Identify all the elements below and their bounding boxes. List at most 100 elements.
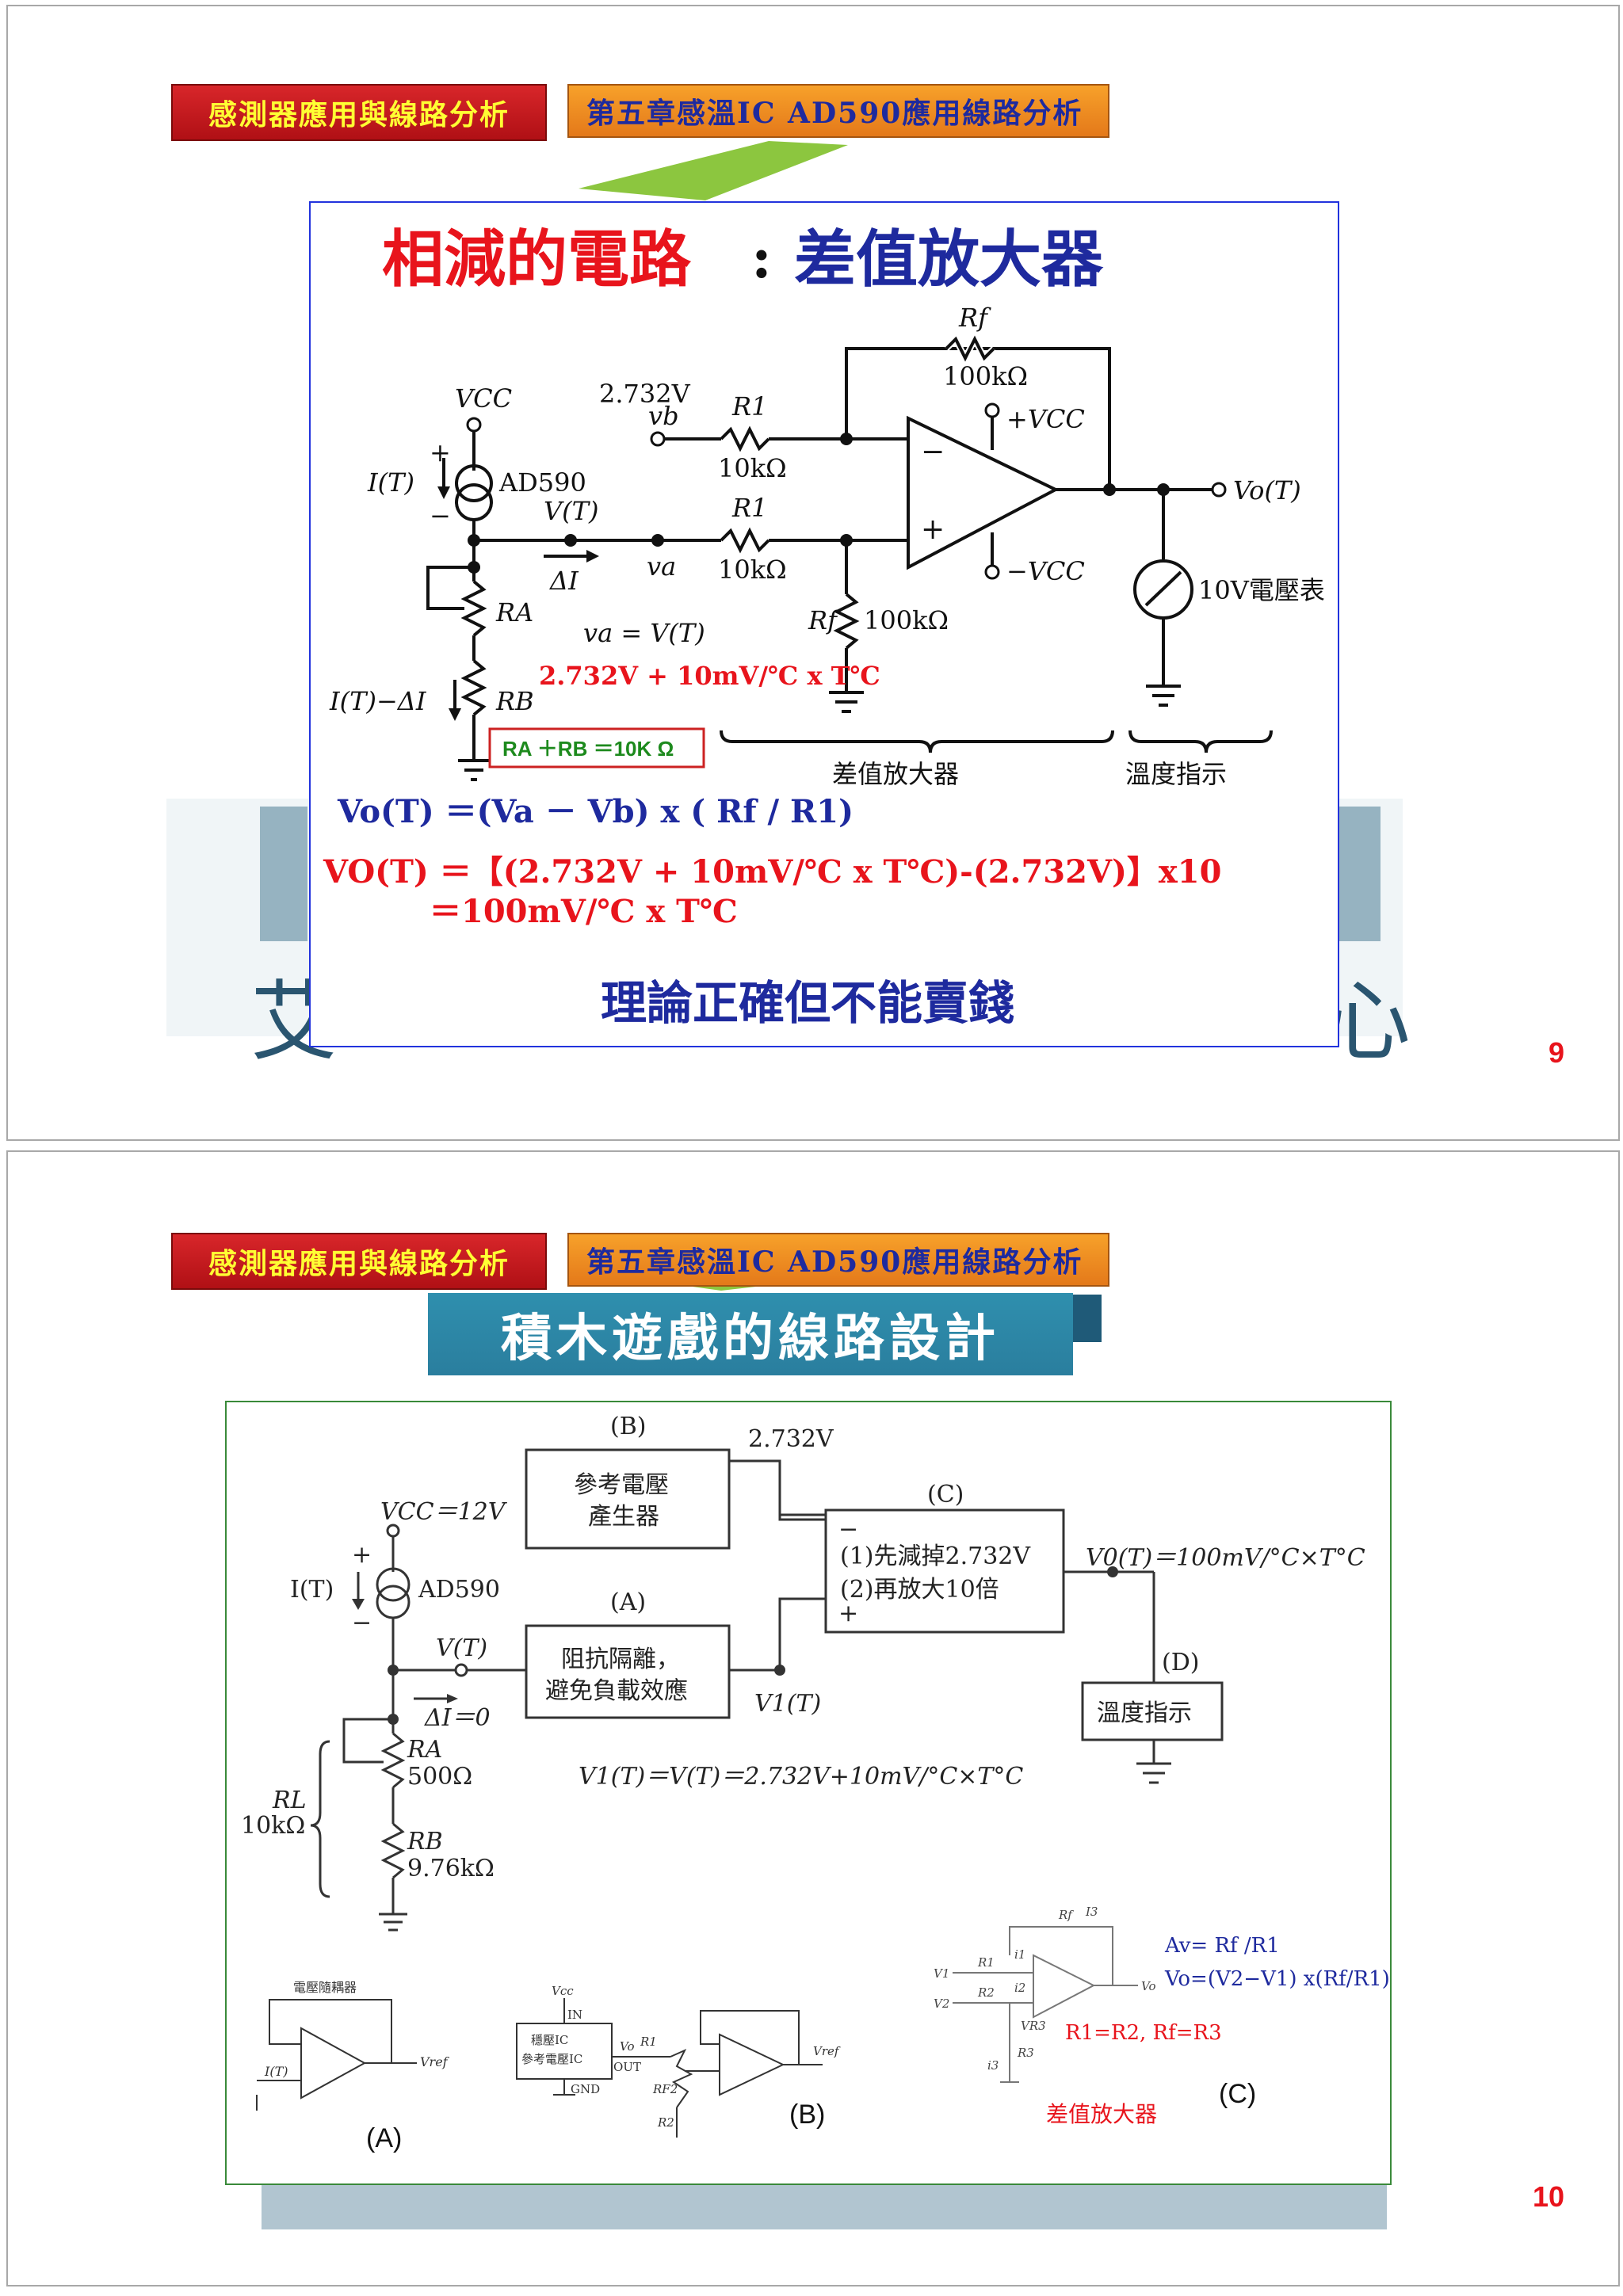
r1-bottom-value: 10kΩ [718, 555, 787, 585]
brace-amp-label: 差值放大器 [832, 759, 959, 789]
current-label: I(T) [290, 1576, 334, 1604]
v1-label: V1(T) [754, 1690, 821, 1718]
rb-value: 9.76kΩ [407, 1855, 495, 1882]
plus-sign: + [352, 1541, 372, 1569]
c-line2: (2)再放大10倍 [840, 1576, 999, 1604]
thumb-c-i1: i1 [1014, 1947, 1025, 1962]
vcc-label: VCC＝12V [380, 1498, 508, 1526]
logo-band-bottom [262, 2182, 1387, 2229]
rl-label: RL [272, 1787, 307, 1814]
thumb-a-in: I(T) [264, 2064, 288, 2079]
thumb-a-out: Vref [420, 2054, 450, 2069]
thumb-c-r3: R3 [1017, 2046, 1034, 2060]
course-tag: 感測器應用與線路分析 [171, 84, 547, 141]
circuit-wires [426, 332, 1273, 781]
rarb-box [488, 727, 705, 769]
thumb-c [953, 1926, 1138, 2083]
c-minus: − [838, 1516, 858, 1543]
meter-label: 10V電壓表 [1198, 575, 1325, 605]
thumb-c-v1: V1 [934, 1966, 949, 1981]
vref-label: 2.732V [748, 1425, 834, 1453]
thumb-b-out: OUT [613, 2060, 641, 2074]
rl-value: 10kΩ [241, 1812, 305, 1840]
thumb-c-r2: R2 [977, 1985, 995, 2000]
vt-label: V(T) [436, 1634, 487, 1662]
thumb-b-r1: R1 [640, 2035, 657, 2049]
slide-10: 感測器應用與線路分析 第五章感溫IC AD590應用線路分析 積木遊戲的線路設計 [6, 1150, 1620, 2286]
thumb-c-label: (C) [1219, 2079, 1256, 2109]
rf-bottom-label: Rf [808, 605, 841, 635]
rf-bottom-value: 100kΩ [864, 605, 949, 635]
c-line1: (1)先減掉2.732V [840, 1543, 1031, 1570]
i-minus-delta-label: I(T)−ΔI [329, 686, 427, 716]
b-line2: 產生器 [588, 1503, 659, 1531]
thumb-b-r2: R2 [657, 2115, 674, 2130]
thumb-c-cond: R1=R2, Rf=R3 [1065, 2021, 1222, 2045]
va-label: va [647, 551, 676, 582]
plus-sign: + [430, 437, 451, 467]
output-label: Vo(T) [1233, 475, 1301, 505]
thumb-b-vo: Vo [620, 2039, 635, 2054]
r1-top-value: 10kΩ [718, 453, 787, 483]
thumb-a-title: 電壓隨耦器 [293, 1980, 357, 1995]
thumb-c-rf: Rf [1058, 1908, 1074, 1922]
thumb-c-caption: 差值放大器 [1046, 2101, 1157, 2127]
rf-top-label: Rf [958, 303, 991, 333]
op-minus: − [921, 436, 945, 468]
thumb-a-label: (A) [366, 2123, 402, 2153]
ra-label: RA [495, 597, 533, 627]
vcc-label: VCC [455, 383, 512, 414]
slide-9: 艾 心 感測器應用與線路分析 第五章感溫IC AD590應用線路分析 相減的電路… [6, 5, 1620, 1141]
delta-i-label: ΔI [548, 566, 579, 596]
thumb-b-rf2: RF2 [652, 2082, 678, 2096]
b-tag: (B) [610, 1413, 646, 1440]
d-text: 溫度指示 [1097, 1699, 1192, 1727]
slide-title: 積木遊戲的線路設計 [428, 1293, 1073, 1375]
thumb-b-ic2: 參考電壓IC [521, 2052, 582, 2066]
c-tag: (C) [927, 1481, 964, 1508]
block-diagram-panel: (B) 參考電壓 產生器 2.732V (C) − (1)先減掉2.732V (… [225, 1401, 1392, 2185]
c-plus: + [838, 1600, 858, 1627]
thumb-c-v2: V2 [934, 1997, 949, 2011]
title-red: 相減的電路 [382, 223, 692, 296]
ra-value: 500Ω [407, 1763, 472, 1791]
rf-top-value: 100kΩ [943, 361, 1028, 391]
minus-sign: − [430, 501, 451, 531]
thumb-c-r1: R1 [977, 1955, 995, 1970]
d-tag: (D) [1162, 1649, 1199, 1676]
thumb-b [516, 1998, 823, 2138]
op-plus: + [921, 513, 945, 546]
title-blue: 差值放大器 [794, 223, 1104, 296]
thumb-c-i3: I3 [1085, 1905, 1098, 1919]
ad590-label: AD590 [418, 1576, 500, 1604]
thumb-b-vref: Vref [813, 2044, 841, 2058]
vref-label: 2.732V [599, 379, 691, 409]
a-line2: 避免負載效應 [545, 1677, 688, 1705]
plus-vcc-label: +VCC [1006, 404, 1085, 434]
rb-label: RB [495, 686, 534, 716]
rarb-text: RA ＋RB ＝10K Ω [502, 737, 674, 761]
page-number: 10 [1532, 2180, 1564, 2213]
green-stripe [579, 141, 848, 200]
delta-zero-label: ΔI＝0 [424, 1704, 491, 1732]
equation-2-line2: ＝100mV/℃ x T℃ [430, 893, 738, 930]
v0-label: V0(T)＝100mV/°C×T°C [1086, 1544, 1365, 1572]
chapter-tag: 第五章感溫IC AD590應用線路分析 [567, 1233, 1109, 1287]
b-line1: 參考電壓 [574, 1471, 669, 1499]
thumb-c-vo: Vo [1141, 1979, 1156, 1993]
current-label: I(T) [367, 467, 414, 498]
minus-sign: − [352, 1609, 372, 1637]
thumb-c-i2: i2 [1014, 1981, 1025, 1995]
footer-text: 理論正確但不能賣錢 [601, 976, 1014, 1030]
circuit-panel: 相減的電路 : 差值放大器 [309, 201, 1339, 1047]
minus-vcc-label: −VCC [1006, 556, 1085, 586]
thumb-c-vo-eq: Vo=(V2−V1) x(Rf/R1) [1164, 1967, 1390, 1991]
thumb-b-gnd: GND [571, 2082, 600, 2096]
v1-equation: V1(T)＝V(T)＝2.732V+10mV/°C×T°C [579, 1763, 1023, 1791]
equation-2-line1: VO(T) ＝【(2.732V + 10mV/℃ x T℃)-(2.732V)】… [323, 853, 1221, 891]
ra-label: RA [407, 1736, 442, 1764]
a-line1: 阻抗隔離， [561, 1646, 680, 1673]
thumb-b-vcc: Vcc [552, 1984, 574, 1998]
brace-temp-label: 溫度指示 [1125, 759, 1227, 789]
thumb-c-i3b: i3 [987, 2058, 999, 2073]
